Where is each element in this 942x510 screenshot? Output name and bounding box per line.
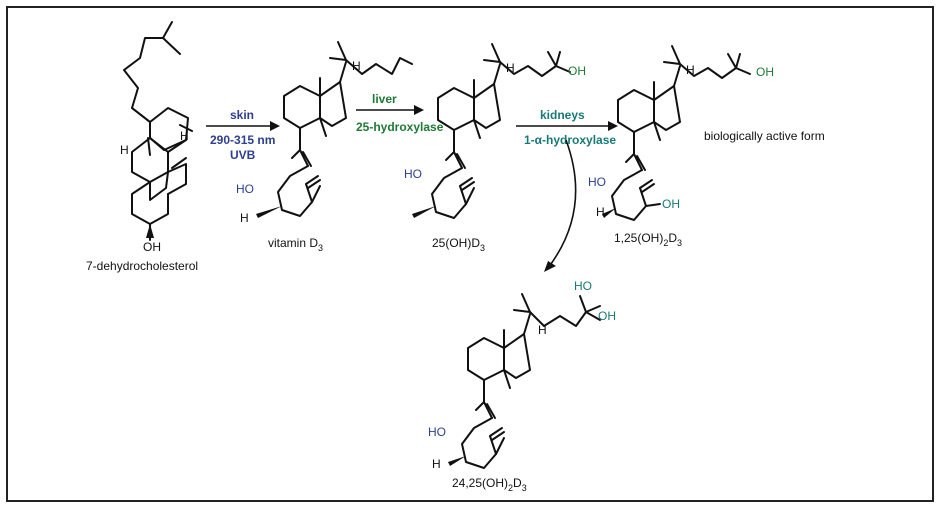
arrow-curved-24-hydroxylation bbox=[547, 139, 577, 269]
label-24-25-sub-a: 2 bbox=[508, 483, 513, 493]
arrowhead-kidneys bbox=[608, 121, 618, 131]
label-1-25-oh2-d3: 1,25(OH)2D3 bbox=[614, 231, 682, 248]
label-24-25-text-a: 24,25(OH) bbox=[452, 476, 508, 490]
molecule-vitamin-d3: H HO H bbox=[236, 41, 413, 225]
label-7-dehydrocholesterol: 7-dehydrocholesterol bbox=[86, 259, 198, 273]
h-atom-label: H bbox=[686, 63, 695, 77]
label-1-25-text-a: 1,25(OH) bbox=[614, 231, 663, 245]
label-24-25-sub-b: 3 bbox=[522, 483, 527, 493]
arrowhead-curved bbox=[544, 261, 556, 272]
label-vitamin-d3: vitamin D3 bbox=[268, 236, 323, 253]
step-kidneys-label: kidneys bbox=[540, 108, 585, 122]
h-atom-label: H bbox=[240, 211, 249, 225]
oh-atom-label: OH bbox=[598, 309, 616, 323]
step-liver-label: liver bbox=[372, 92, 397, 106]
figure-border bbox=[6, 6, 934, 502]
oh-atom-label: OH bbox=[143, 240, 161, 254]
oh-atom-label: OH bbox=[756, 65, 774, 79]
h-atom-label: H bbox=[432, 457, 441, 471]
h-atom-label: H bbox=[506, 61, 515, 75]
label-vitamin-d3-subscript: 3 bbox=[318, 243, 323, 253]
ho-atom-label: HO bbox=[428, 425, 446, 439]
h-atom-label: H bbox=[352, 59, 361, 73]
label-24-25-text-b: D bbox=[513, 476, 522, 490]
molecule-25-oh-d3: H OH HO bbox=[404, 43, 586, 219]
label-1-25-text-b: D bbox=[668, 231, 677, 245]
label-vitamin-d3-text: vitamin D bbox=[268, 236, 318, 250]
label-1-25-sub-a: 2 bbox=[663, 238, 668, 248]
step-kidneys-enzyme: 1-α-hydroxylase bbox=[524, 133, 616, 147]
molecule-1-25-oh2-d3: H OH HO H OH bbox=[588, 45, 774, 221]
h-atom-label: H bbox=[180, 129, 189, 143]
step-liver-enzyme: 25-hydroxylase bbox=[356, 120, 444, 134]
label-25-oh-d3: 25(OH)D3 bbox=[432, 236, 485, 253]
label-1-25-sub-b: 3 bbox=[677, 238, 682, 248]
step-skin-label: skin bbox=[230, 108, 254, 122]
arrowhead-liver bbox=[414, 105, 424, 115]
label-25-oh-d3-subscript: 3 bbox=[480, 243, 485, 253]
label-biologically-active-form: biologically active form bbox=[704, 129, 825, 143]
label-24-25-oh2-d3: 24,25(OH)2D3 bbox=[452, 476, 527, 493]
label-25-oh-d3-text: 25(OH)D bbox=[432, 236, 480, 250]
step-skin-uvb: UVB bbox=[230, 148, 256, 162]
h-atom-label: H bbox=[596, 205, 605, 219]
ho-atom-label: HO bbox=[236, 182, 254, 196]
h-atom-label: H bbox=[120, 143, 129, 157]
molecule-7-dehydrocholesterol: H H OH bbox=[120, 21, 193, 254]
ho-atom-label: HO bbox=[404, 167, 422, 181]
oh-atom-label: OH bbox=[662, 197, 680, 211]
molecule-24-25-oh2-d3: H HO OH HO H bbox=[428, 279, 616, 471]
ho-atom-label: HO bbox=[588, 175, 606, 189]
oh-atom-label: OH bbox=[568, 64, 586, 78]
h-atom-label: H bbox=[538, 323, 547, 337]
ho-atom-label: HO bbox=[574, 279, 592, 293]
arrowhead-skin bbox=[270, 121, 280, 131]
step-skin-wavelength: 290-315 nm bbox=[210, 133, 275, 147]
